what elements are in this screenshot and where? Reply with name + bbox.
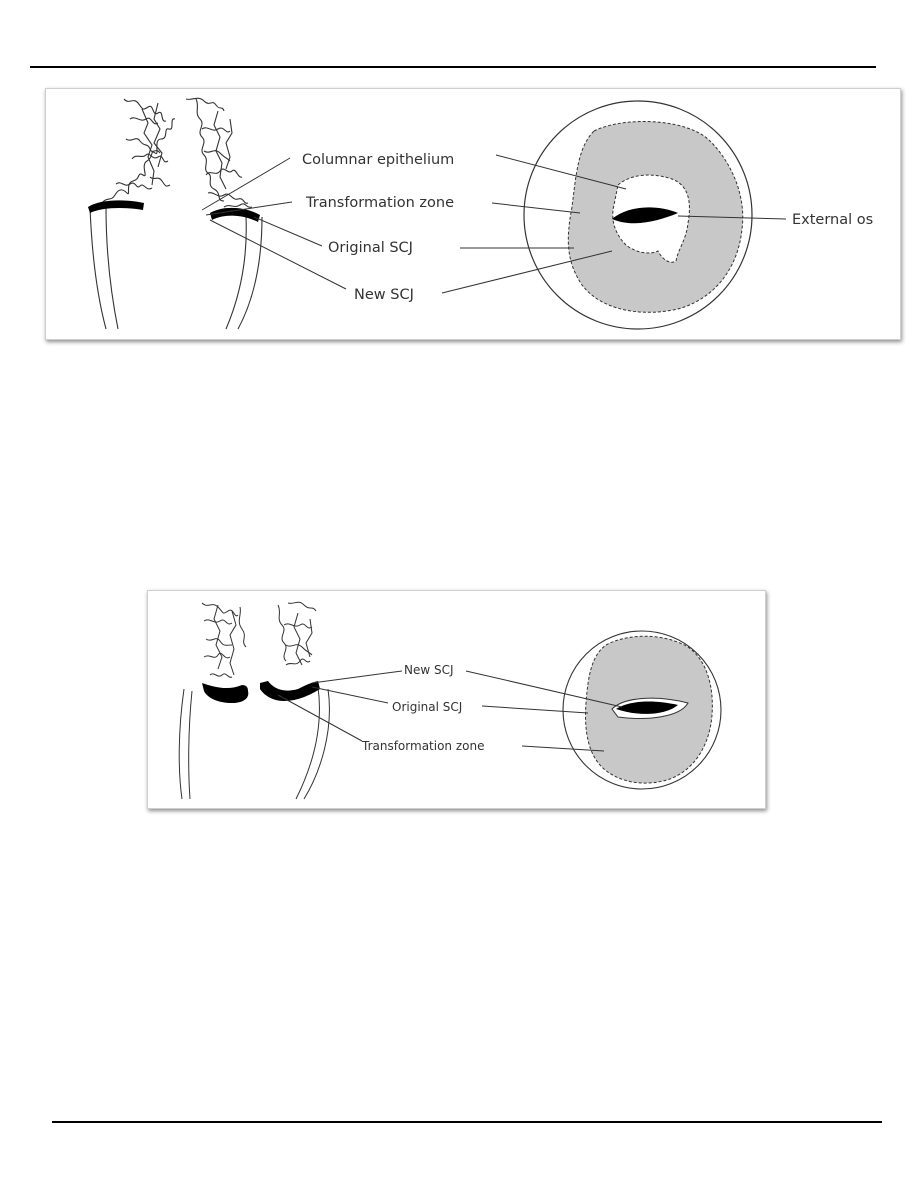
diagram-svg: Columnar epithelium Transformation zone … xyxy=(88,97,873,330)
label-original-scj: Original SCJ xyxy=(328,240,413,256)
right-scj-band xyxy=(210,207,260,222)
label-transformation-zone-2: Transformation zone xyxy=(361,739,484,753)
figure-scj-diagram-bottom: New SCJ Original SCJ Transformation zone xyxy=(147,590,766,809)
label-columnar-epithelium: Columnar epithelium xyxy=(302,152,454,168)
left-leader-lines xyxy=(201,157,347,290)
cervical-canal-section-2 xyxy=(178,601,330,800)
external-os-2 xyxy=(616,701,678,714)
diagram-svg-2: New SCJ Original SCJ Transformation zone xyxy=(178,601,722,800)
label-new-scj-2: New SCJ xyxy=(404,663,454,677)
left-scj-band-2 xyxy=(202,683,249,703)
label-new-scj: New SCJ xyxy=(354,287,414,303)
label-transformation-zone: Transformation zone xyxy=(305,195,454,211)
cervical-canal-section xyxy=(89,97,263,330)
label-original-scj-2: Original SCJ xyxy=(392,700,462,714)
figure-scj-diagram-top: Columnar epithelium Transformation zone … xyxy=(45,88,901,340)
external-os xyxy=(612,207,678,224)
label-external-os: External os xyxy=(792,212,873,228)
right-leader-lines xyxy=(441,154,787,294)
right-scj-band-2 xyxy=(260,681,320,701)
left-scj-band xyxy=(88,200,144,213)
footer-rule xyxy=(52,1121,882,1123)
right-leader-lines-2 xyxy=(465,670,623,752)
left-leader-lines-2 xyxy=(277,670,403,742)
header-rule xyxy=(30,66,876,68)
